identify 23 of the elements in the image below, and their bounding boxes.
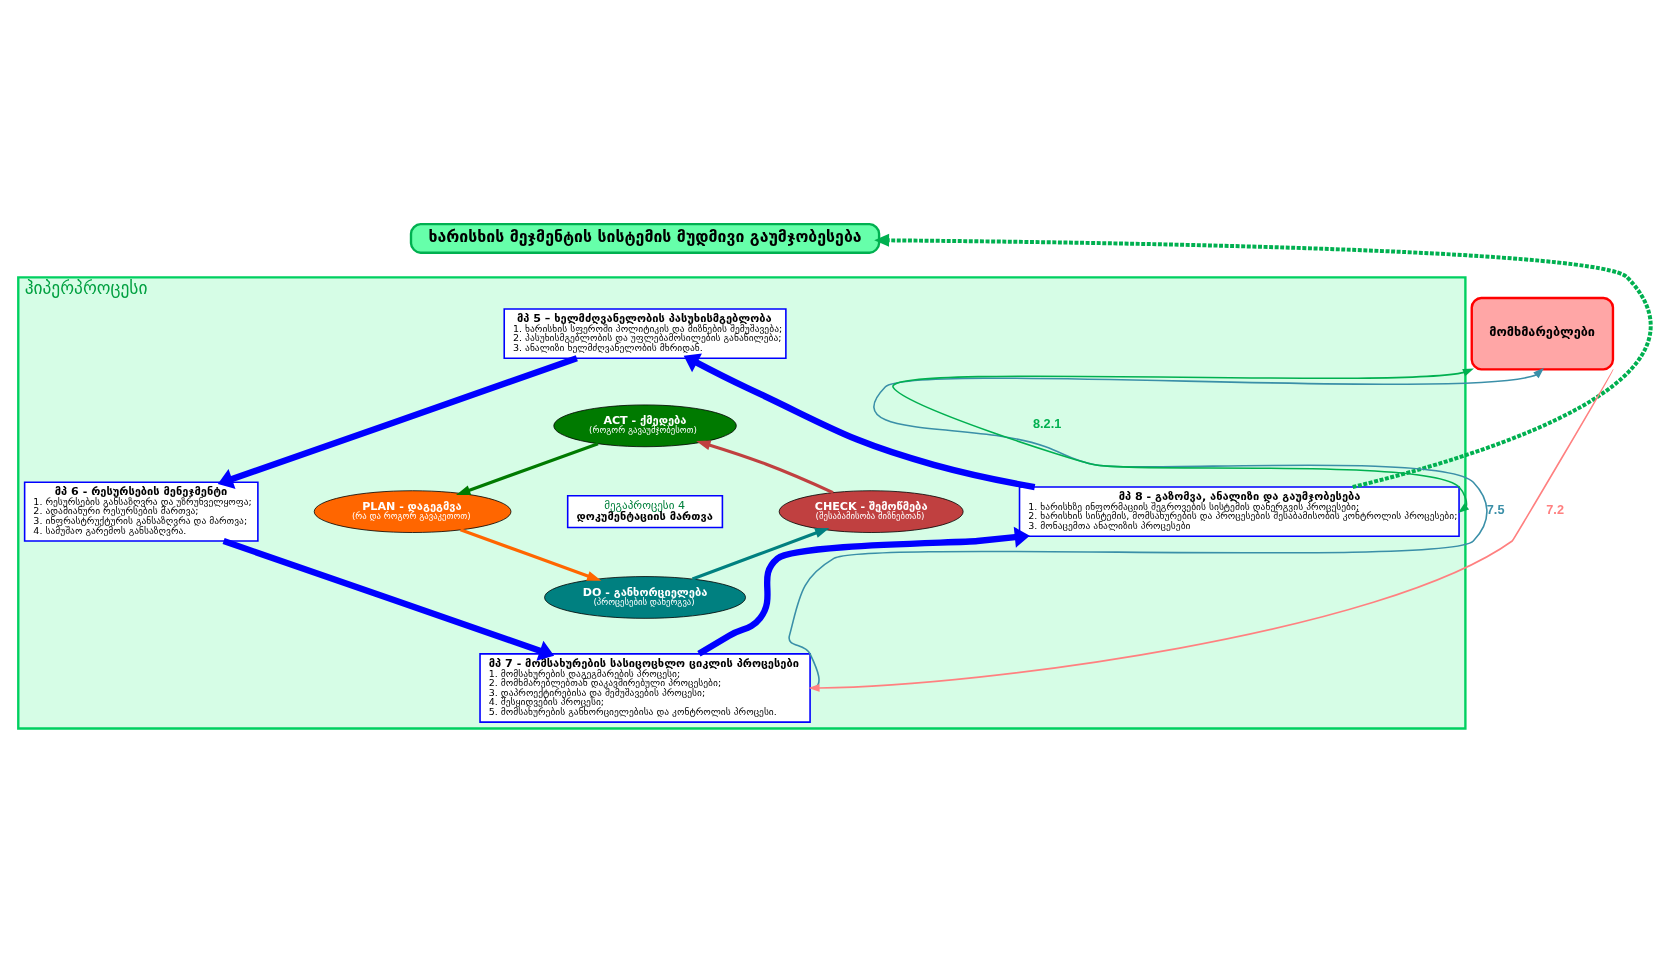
node-box: მპ 7 - მომსახურების სასიცოცხლო ციკლის პროცესები 1. მომსახურების დაგეგმარების პროცესი; 2. მომხმარებლებთან დაკავშირებული პროცესები; 3. დაპროექტირებისა და შემუშავების პროცესი; 4. შესყიდვების პროცესი; 5. მომსახურების განხორციელებისა და კონტროლის პროცესი. xyxy=(479,652,811,723)
arrow xyxy=(691,527,830,580)
arrow xyxy=(459,527,602,581)
arrow xyxy=(217,354,578,489)
node-box: მომხმარებლები xyxy=(1470,296,1615,371)
node-box: ხარისხის მეჯმენტის სისტემის მუდმივი გაუმჯობესება xyxy=(409,222,881,254)
node-ellipse: DO - განხორციელება (პროცესების დანერგვა) xyxy=(544,575,746,619)
edge-label: 7.5 xyxy=(1486,502,1505,517)
arrow xyxy=(683,353,1036,490)
edge-label: 8.2.1 xyxy=(1033,416,1062,431)
arrow xyxy=(456,441,599,495)
arrow xyxy=(222,537,555,661)
arrow xyxy=(874,233,1653,489)
arrow xyxy=(696,439,834,494)
arrow xyxy=(892,367,1474,513)
node-ellipse: PLAN - დაგეგმვა (რა და როგორ გავაკეთოთ) xyxy=(313,489,512,533)
node-ellipse: CHECK - შემოწმება (შესაბამისობა მიზნებთან) xyxy=(778,489,964,533)
node-box: მპ 8 - გაზომვა, ანალიზი და გაუმჯობესება 1. ხარისხზე ინფორმაციის შეგროვების სისტემის დანერგვის პროცესები; 2. ხარისხის სისტემის, მომსახურების და პროცესების შესაბამისობის კონტროლის პროცესები; 3. მონაცემთა ანალიზის პროცესები xyxy=(1018,485,1460,537)
node-box: მპ 5 – ხელმძღვანელობის პასუხისმგებლობა 1. ხარისხის სფეროში პოლიტიკის და მიზნების შემუშავება; 2. პასუხისმგებლობის და უფლებამოსილების განაწილება; 3. ანალიზი ხელმძღვანელობის მხრიდან. xyxy=(503,307,787,359)
node-ellipse: ACT - ქმედება (როგორ გავაუმჯობესოთ) xyxy=(553,404,737,447)
node-box: მპ 6 - რესურსების მენეჯმენტი 1. რესურსების განსაზღვრა და უზრუნველყოფა; 2. ადამიანური რესურსების მართვა; 3. ინფრასტრუქტურის განსაზღვრა და მართვა; 4. სამუშაო გარემოს განსაზღვრა. xyxy=(23,480,259,542)
edge-label: 7.2 xyxy=(1546,502,1564,517)
node-box: მეგაპროცესი 4 დოკუმენტაციის მართვა xyxy=(566,494,724,528)
